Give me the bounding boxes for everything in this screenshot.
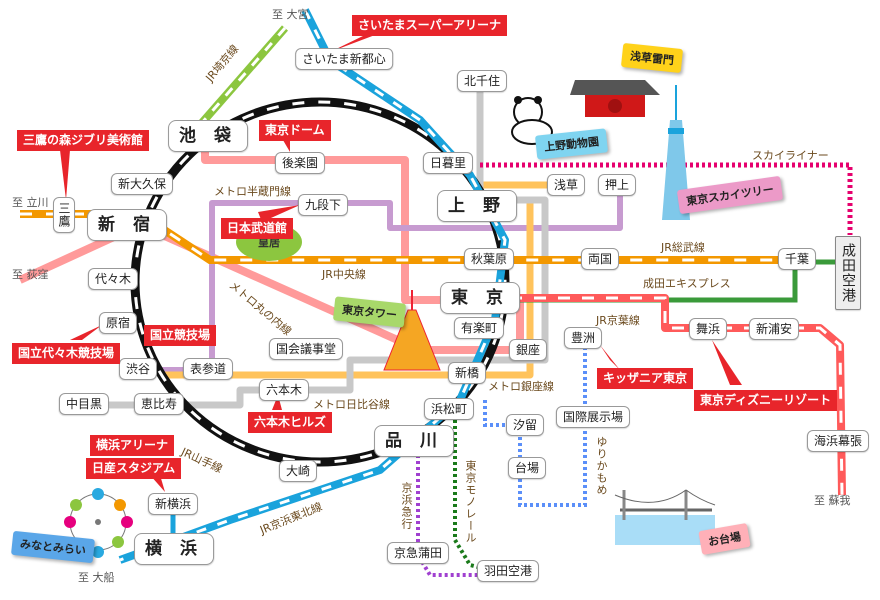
station-nippori[interactable]: 日暮里	[422, 152, 474, 174]
spot-yoyogi-stadium[interactable]: 国立代々木競技場	[12, 343, 121, 364]
label-sobu-line: JR総武線	[661, 241, 705, 254]
spot-pointer	[60, 150, 70, 200]
spot-pointer	[150, 475, 165, 492]
spot-pointer	[600, 345, 620, 370]
imperial-palace-label: 皇居	[258, 236, 280, 249]
station-tokyo[interactable]: 東 京	[440, 282, 520, 314]
station-ryogoku[interactable]: 両国	[580, 248, 620, 270]
station-naka-meguro[interactable]: 中目黒	[58, 393, 110, 415]
spot-roppongi-hills[interactable]: 六本木ヒルズ	[248, 412, 333, 433]
station-chiba[interactable]: 千葉	[777, 248, 817, 270]
odaiba-bridge-icon	[614, 489, 716, 545]
label-chuo-line: JR中央線	[322, 268, 366, 281]
station-kaihin-makuhari[interactable]: 海浜幕張	[806, 430, 870, 452]
station-ueno[interactable]: 上 野	[437, 190, 517, 222]
station-daiba[interactable]: 台場	[507, 457, 547, 479]
station-yoyogi[interactable]: 代々木	[87, 268, 139, 290]
station-kudanshita[interactable]: 九段下	[297, 194, 349, 216]
station-roppongi[interactable]: 六本木	[258, 379, 310, 401]
station-kokusai-tenjijo[interactable]: 国際展示場	[555, 406, 631, 428]
station-korakuen[interactable]: 後楽園	[274, 152, 326, 174]
label-skyliner: スカイライナー	[752, 149, 829, 162]
label-hanzomon-line: メトロ半蔵門線	[214, 185, 291, 198]
spot-ghibli-museum[interactable]: 三鷹の森ジブリ美術館	[17, 130, 150, 151]
keihin-tohoku-dash	[119, 9, 507, 562]
station-osaki[interactable]: 大崎	[278, 460, 318, 482]
station-yokohama[interactable]: 横 浜	[134, 533, 214, 565]
station-akihabara[interactable]: 秋葉原	[463, 248, 515, 270]
spot-yokohama-arena[interactable]: 横浜アリーナ	[90, 435, 175, 456]
dest-ogikubo: 至 荻窪	[12, 268, 49, 281]
station-shimbashi[interactable]: 新橋	[447, 362, 487, 384]
label-yurikamome: ゆりかもめ	[595, 436, 608, 496]
station-asakusa[interactable]: 浅草	[546, 174, 586, 196]
spot-tokyo-dome[interactable]: 東京ドーム	[259, 120, 331, 141]
station-maihama[interactable]: 舞浜	[688, 318, 728, 340]
spot-saitama-super-arena[interactable]: さいたまスーパーアリーナ	[352, 15, 508, 36]
station-shinjuku[interactable]: 新 宿	[87, 209, 167, 241]
station-omotesando[interactable]: 表参道	[182, 358, 234, 380]
spot-disney-resort[interactable]: 東京ディズニーリゾート	[694, 390, 838, 411]
dest-soga: 至 蘇我	[814, 494, 851, 507]
station-ebisu[interactable]: 恵比寿	[133, 393, 185, 415]
station-ginza[interactable]: 銀座	[508, 339, 548, 361]
spot-pointer	[272, 395, 282, 410]
station-harajuku[interactable]: 原宿	[98, 312, 138, 334]
spot-national-stadium[interactable]: 国立競技場	[144, 325, 217, 346]
keiyo-dash	[510, 296, 844, 496]
station-ikebukuro[interactable]: 池 袋	[168, 120, 248, 152]
monorail-line	[453, 420, 491, 572]
dest-tachikawa: 至 立川	[12, 196, 49, 209]
spot-pointer	[258, 205, 300, 222]
station-kokkai-gijidomae[interactable]: 国会議事堂	[268, 338, 344, 360]
spot-nissan-stadium[interactable]: 日産スタジアム	[86, 458, 182, 479]
label-monorail: 東京モノレール	[464, 460, 477, 544]
station-shiodome[interactable]: 汐留	[505, 414, 545, 436]
station-mitaka[interactable]: 三鷹	[53, 197, 75, 233]
tokyo-tower-icon	[383, 290, 441, 371]
station-saitama-shintoshin[interactable]: さいたま新都心	[295, 48, 393, 70]
station-shin-yokohama[interactable]: 新横浜	[147, 493, 199, 515]
keikyu-line	[416, 455, 490, 577]
label-narita-express: 成田エキスプレス	[643, 277, 731, 290]
label-ginza-line: メトロ銀座線	[488, 380, 554, 393]
yurikamome-line	[483, 345, 587, 507]
ferris-wheel-icon	[64, 488, 133, 558]
station-kitasenju[interactable]: 北千住	[456, 70, 508, 92]
station-shibuya[interactable]: 渋谷	[118, 358, 158, 380]
label-hibiya-line: メトロ日比谷線	[313, 398, 390, 411]
dest-omiya: 至 大宮	[272, 8, 309, 21]
dest-ofuna: 至 大船	[78, 571, 115, 584]
label-keiyo-line: JR京葉線	[596, 314, 640, 327]
spot-pointer	[712, 340, 742, 385]
hanzomon-line	[160, 185, 623, 373]
spot-pointer	[70, 325, 102, 340]
skyliner-line	[480, 162, 853, 235]
station-narita-airport[interactable]: 成田空港	[835, 236, 861, 310]
saikyo-dash	[198, 27, 287, 126]
station-shinagawa[interactable]: 品 川	[374, 425, 454, 457]
station-toyosu[interactable]: 豊洲	[563, 327, 603, 349]
spot-pointer	[330, 35, 375, 52]
station-oshiage[interactable]: 押上	[597, 174, 637, 196]
spot-budokan[interactable]: 日本武道館	[221, 218, 294, 239]
label-keikyu-line: 京浜急行	[400, 482, 413, 530]
chuo-sobu-dash	[20, 212, 790, 262]
spot-kidzania[interactable]: キッザニア東京	[597, 368, 694, 389]
station-shin-okubo[interactable]: 新大久保	[110, 173, 174, 195]
station-yurakucho[interactable]: 有楽町	[453, 317, 505, 339]
station-keikyu-kamata[interactable]: 京急蒲田	[386, 542, 450, 564]
station-haneda-airport[interactable]: 羽田空港	[476, 560, 540, 582]
station-hamamatsucho[interactable]: 浜松町	[423, 398, 475, 420]
kaminarimon-gate-icon	[570, 80, 660, 117]
station-shin-urayasu[interactable]: 新浦安	[748, 318, 800, 340]
